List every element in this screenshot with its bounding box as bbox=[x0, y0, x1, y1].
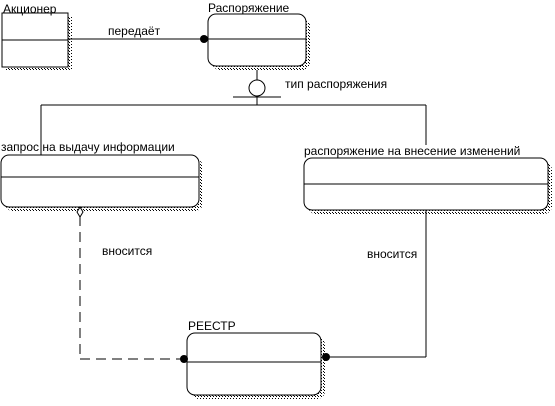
category-label-order-type: тип распоряжения bbox=[285, 77, 387, 91]
entity-registry[interactable] bbox=[186, 332, 325, 399]
entity-order[interactable] bbox=[207, 13, 310, 70]
relationship-entered-into-right[interactable] bbox=[322, 210, 427, 361]
cardinality-dot bbox=[180, 355, 188, 363]
entity-shareholder[interactable] bbox=[1, 12, 72, 71]
entity-label-info-request: запрос на выдачу информации bbox=[1, 140, 175, 154]
entity-box bbox=[0, 154, 200, 208]
entity-box bbox=[207, 13, 307, 67]
entity-box bbox=[186, 332, 322, 396]
categorization-order-type[interactable] bbox=[40, 70, 427, 155]
relationship-label-transmits: передаёт bbox=[108, 24, 161, 38]
diamond-marker bbox=[76, 206, 84, 218]
entity-info-request[interactable] bbox=[0, 154, 203, 211]
entity-label-shareholder: Акционер bbox=[3, 2, 57, 16]
category-circle bbox=[248, 79, 266, 97]
relationship-label-entered-into-left: вносится bbox=[102, 244, 152, 258]
entity-label-change-order: распоряжение на внесение изменений bbox=[304, 144, 520, 158]
relationship-transmits[interactable] bbox=[68, 35, 208, 43]
cardinality-dot bbox=[322, 353, 330, 361]
relationship-entered-into-left[interactable] bbox=[76, 206, 188, 363]
entity-change-order[interactable] bbox=[303, 157, 552, 214]
entity-label-order: Распоряжение bbox=[208, 1, 290, 15]
cardinality-dot bbox=[200, 35, 208, 43]
relationship-label-entered-into-right: вносится bbox=[367, 247, 417, 261]
entity-label-registry: РЕЕСТР bbox=[188, 319, 236, 333]
